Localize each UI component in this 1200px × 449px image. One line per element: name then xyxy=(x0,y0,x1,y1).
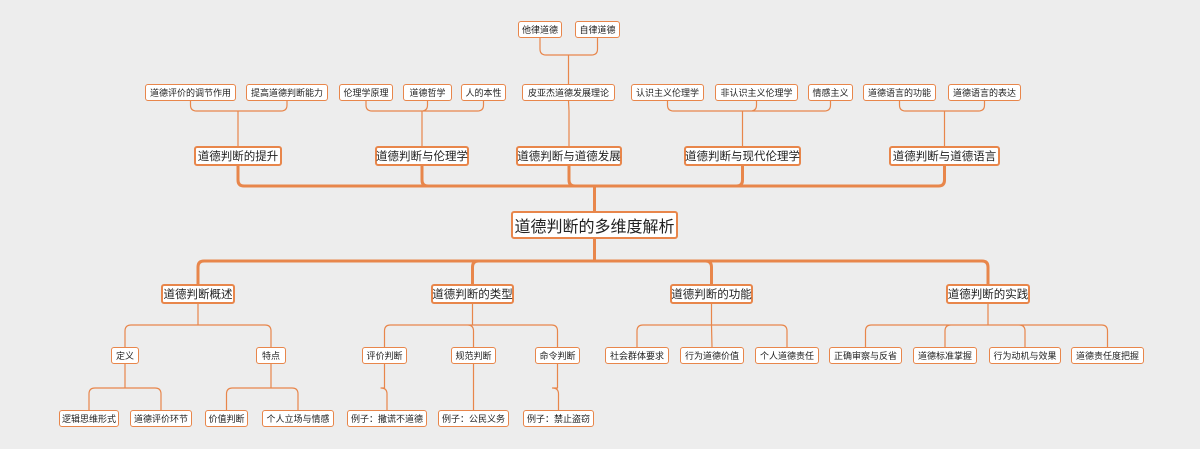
connector-top-1 xyxy=(365,100,485,147)
top-branch-3-leaf-0[interactable]: 认识主义伦理学 xyxy=(631,84,704,101)
bottom-branch-2-leaf-0[interactable]: 社会群体要求 xyxy=(605,347,669,364)
bottom-branch-3-leaf-3[interactable]: 道德责任度把握 xyxy=(1071,347,1144,364)
top-branch-3-leaf-1[interactable]: 非认识主义伦理学 xyxy=(715,84,798,101)
bottom-branch-0-leaf-0[interactable]: 定义 xyxy=(111,347,139,364)
top-branch-0[interactable]: 道德判断的提升 xyxy=(194,146,282,166)
bottom-branch-3-leaf-0[interactable]: 正确审察与反省 xyxy=(829,347,902,364)
connector-top-2 xyxy=(567,100,570,147)
top-branch-3-leaf-2[interactable]: 情感主义 xyxy=(808,84,853,101)
bottom-branch-1-leaf-1[interactable]: 规范判断 xyxy=(451,347,496,364)
top-branch-1-leaf-2[interactable]: 人的本性 xyxy=(461,84,506,101)
bottom-branch-1-leaf-0[interactable]: 评价判断 xyxy=(362,347,407,364)
bottom-branch-3-leaf-2[interactable]: 行为动机与效果 xyxy=(989,347,1061,364)
bottom-branch-0-leaf-0-sub-0[interactable]: 逻辑思维形式 xyxy=(59,410,119,427)
bottom-branch-0-leaf-1[interactable]: 特点 xyxy=(256,347,286,364)
top-branch-4[interactable]: 道德判断与道德语言 xyxy=(889,146,1000,166)
top-branch-4-leaf-1[interactable]: 道德语言的表达 xyxy=(948,84,1021,101)
bottom-branch-3-leaf-1[interactable]: 道德标准掌握 xyxy=(913,347,977,364)
top-branch-0-leaf-0[interactable]: 道德评价的调节作用 xyxy=(145,84,236,101)
top-branch-2[interactable]: 道德判断与道德发展 xyxy=(516,146,622,166)
top-branch-2-leaf-0-sub-0[interactable]: 他律道德 xyxy=(518,21,562,38)
bottom-branch-2-leaf-1[interactable]: 行为道德价值 xyxy=(680,347,744,364)
connector-root-bottom xyxy=(196,237,990,286)
connector-bottom-0-1 xyxy=(225,363,299,411)
bottom-branch-1[interactable]: 道德判断的类型 xyxy=(431,284,514,304)
bottom-branch-0[interactable]: 道德判断概述 xyxy=(161,284,235,304)
connector-bottom-2 xyxy=(636,303,788,348)
top-branch-1-leaf-0[interactable]: 伦理学原理 xyxy=(339,84,393,101)
connector-top-0 xyxy=(189,100,288,147)
connector-bottom-1-2 xyxy=(551,363,560,411)
top-branch-0-leaf-1[interactable]: 提高道德判断能力 xyxy=(246,84,328,101)
top-branch-3[interactable]: 道德判断与现代伦理学 xyxy=(684,146,801,166)
top-branch-2-leaf-0-sub-1[interactable]: 自律道德 xyxy=(575,21,620,38)
bottom-branch-2-leaf-2[interactable]: 个人道德责任 xyxy=(755,347,819,364)
bottom-branch-1-leaf-1-sub-0[interactable]: 例子：公民义务 xyxy=(438,410,509,427)
bottom-branch-1-leaf-0-sub-0[interactable]: 例子：撒谎不道德 xyxy=(347,410,427,427)
root-node[interactable]: 道德判断的多维度解析 xyxy=(511,211,678,239)
bottom-branch-2[interactable]: 道德判断的功能 xyxy=(670,284,753,304)
connector-top-4 xyxy=(898,100,986,147)
top-branch-1-leaf-1[interactable]: 道德哲学 xyxy=(403,84,452,101)
bottom-branch-0-leaf-1-sub-1[interactable]: 个人立场与情感 xyxy=(262,410,334,427)
connector-top-3 xyxy=(666,100,832,147)
bottom-branch-0-leaf-1-sub-0[interactable]: 价值判断 xyxy=(205,410,248,427)
connector-bottom-1 xyxy=(383,303,559,348)
bottom-branch-1-leaf-2[interactable]: 命令判断 xyxy=(535,347,580,364)
connector-bottom-3 xyxy=(864,303,1109,348)
top-branch-2-leaf-0[interactable]: 皮亚杰道德发展理论 xyxy=(522,84,615,101)
bottom-branch-0-leaf-0-sub-1[interactable]: 道德评价环节 xyxy=(130,410,192,427)
connector-bottom-0 xyxy=(124,303,272,348)
connector-bottom-0-0 xyxy=(88,363,162,411)
connector-top-2-sub xyxy=(539,37,599,85)
connector-bottom-1-0 xyxy=(380,363,388,411)
top-branch-4-leaf-0[interactable]: 道德语言的功能 xyxy=(863,84,936,101)
connector-root-top xyxy=(236,164,946,213)
bottom-branch-3[interactable]: 道德判断的实践 xyxy=(946,284,1030,304)
top-branch-1[interactable]: 道德判断与伦理学 xyxy=(375,146,469,166)
bottom-branch-1-leaf-2-sub-0[interactable]: 例子：禁止盗窃 xyxy=(523,410,594,427)
